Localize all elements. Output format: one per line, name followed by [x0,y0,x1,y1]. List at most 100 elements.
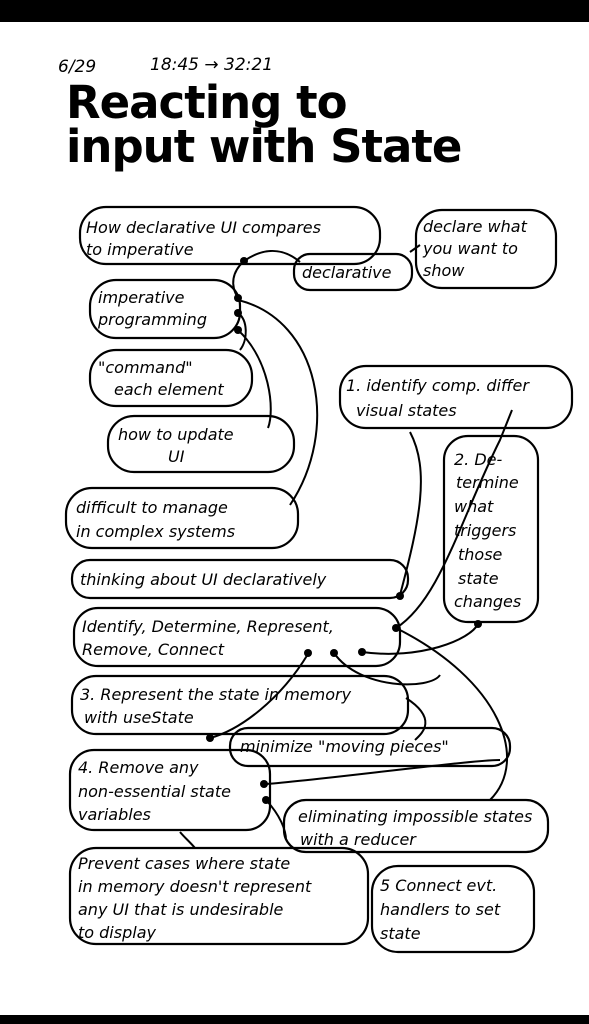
node-line: 1. identify comp. differ [346,376,530,395]
node-line: show [423,261,465,280]
node-line: in complex systems [76,522,235,541]
node-line: changes [454,592,521,611]
node-how-to-update: how to update UI [106,414,296,474]
top-border [0,0,589,22]
node-declare-what: declare what you want to show [414,208,558,290]
node-box [106,414,296,474]
node-box [414,208,558,290]
node-line: 2. De- [454,450,503,469]
node-determine-triggers: 2. De- termine what triggers those state… [442,434,540,624]
node-box [228,726,512,768]
link-remove-to-eliminate [265,759,501,785]
node-line: Identify, Determine, Represent, [82,617,334,636]
node-box [64,486,300,550]
node-box [338,364,574,430]
node-box [70,674,410,736]
link-imperative-to-difficult [237,299,319,506]
node-steps-list: Identify, Determine, Represent, Remove, … [72,606,402,668]
node-eliminating: eliminating impossible states with a red… [282,798,550,854]
node-box [70,558,410,600]
node-box [88,278,242,340]
link-main-to-declarative [243,249,301,263]
node-box [68,846,370,946]
title-line-1: Reacting to [66,76,347,129]
node-line: how to update [118,425,234,444]
node-line: 4. Remove any [78,758,199,777]
node-line: you want to [422,239,518,258]
node-imperative-programming: imperative programming [88,278,242,340]
node-line: "command" [98,358,193,377]
node-prevent-cases: Prevent cases where state in memory does… [68,846,370,946]
node-line: variables [78,805,151,824]
link-imperative-to-howto [237,329,272,429]
node-line: 5 Connect evt. [380,876,497,895]
node-declarative: declarative [292,252,414,292]
dot [260,780,268,788]
node-line: difficult to manage [76,498,228,517]
dot [330,649,338,657]
node-box [282,798,550,854]
date-label: 6/29 [58,57,96,77]
node-line: How declarative UI compares [86,218,321,237]
dot [234,326,242,334]
node-line: Remove, Connect [82,640,225,659]
node-line: declare what [423,217,528,236]
node-line: imperative [98,288,185,307]
node-box [370,864,536,954]
node-line: thinking about UI declaratively [80,570,327,589]
node-line: UI [168,447,185,466]
node-line: any UI that is undesirable [78,900,284,919]
node-box [72,606,402,668]
node-line: with a reducer [300,830,417,849]
time-range-label: 18:45 → 32:21 [150,55,273,75]
link-steps-to-determine [361,623,479,655]
node-line: handlers to set [380,900,501,919]
link-remove-to-prevent [179,831,196,849]
node-box [292,252,414,292]
node-thinking-declaratively: thinking about UI declaratively [70,558,410,600]
link-thinking-to-identify [399,431,422,596]
node-line: triggers [454,521,516,540]
node-line: to imperative [86,240,194,259]
link-main-to-imperative [232,260,245,299]
node-identify-visual-states: 1. identify comp. differ visual states [338,364,574,430]
link-steps-to-identify [395,409,513,629]
node-line: state [458,569,499,588]
node-command-each: "command" each element [88,348,254,408]
node-line: minimize "moving pieces" [240,737,449,756]
node-connect-handlers: 5 Connect evt. handlers to set state [370,864,536,954]
link-represent-to-minimize [405,697,427,741]
node-line: declarative [302,263,392,282]
node-line: termine [456,473,519,492]
node-line: each element [114,380,224,399]
node-line: to display [78,923,156,942]
node-line: Prevent cases where state [78,854,290,873]
node-line: eliminating impossible states [298,807,532,826]
dot [358,648,366,656]
link-steps-to-connect [395,627,509,801]
link-steps-to-represent [333,652,441,686]
node-line: with useState [84,708,194,727]
node-difficult: difficult to manage in complex systems [64,486,300,550]
dot [206,734,214,742]
node-represent-state: 3. Represent the state in memory with us… [70,674,410,736]
node-line: in memory doesn't represent [78,877,312,896]
node-box [88,348,254,408]
dot [304,649,312,657]
node-declarative-vs-imperative: How declarative UI compares to imperativ… [78,205,382,266]
node-line: those [458,545,503,564]
dot [392,624,400,632]
node-box [442,434,540,624]
node-line: state [380,924,421,943]
bottom-border [0,1015,589,1024]
node-minimize: minimize "moving pieces" [228,726,512,768]
node-line: what [454,497,494,516]
node-line: non-essential state [78,782,231,801]
title-line-2: input with State [66,120,461,173]
node-box [68,748,272,832]
dot [262,796,270,804]
node-remove-nonessential: 4. Remove any non-essential state variab… [68,748,272,832]
node-line: programming [97,310,207,329]
node-line: 3. Represent the state in memory [80,685,352,704]
